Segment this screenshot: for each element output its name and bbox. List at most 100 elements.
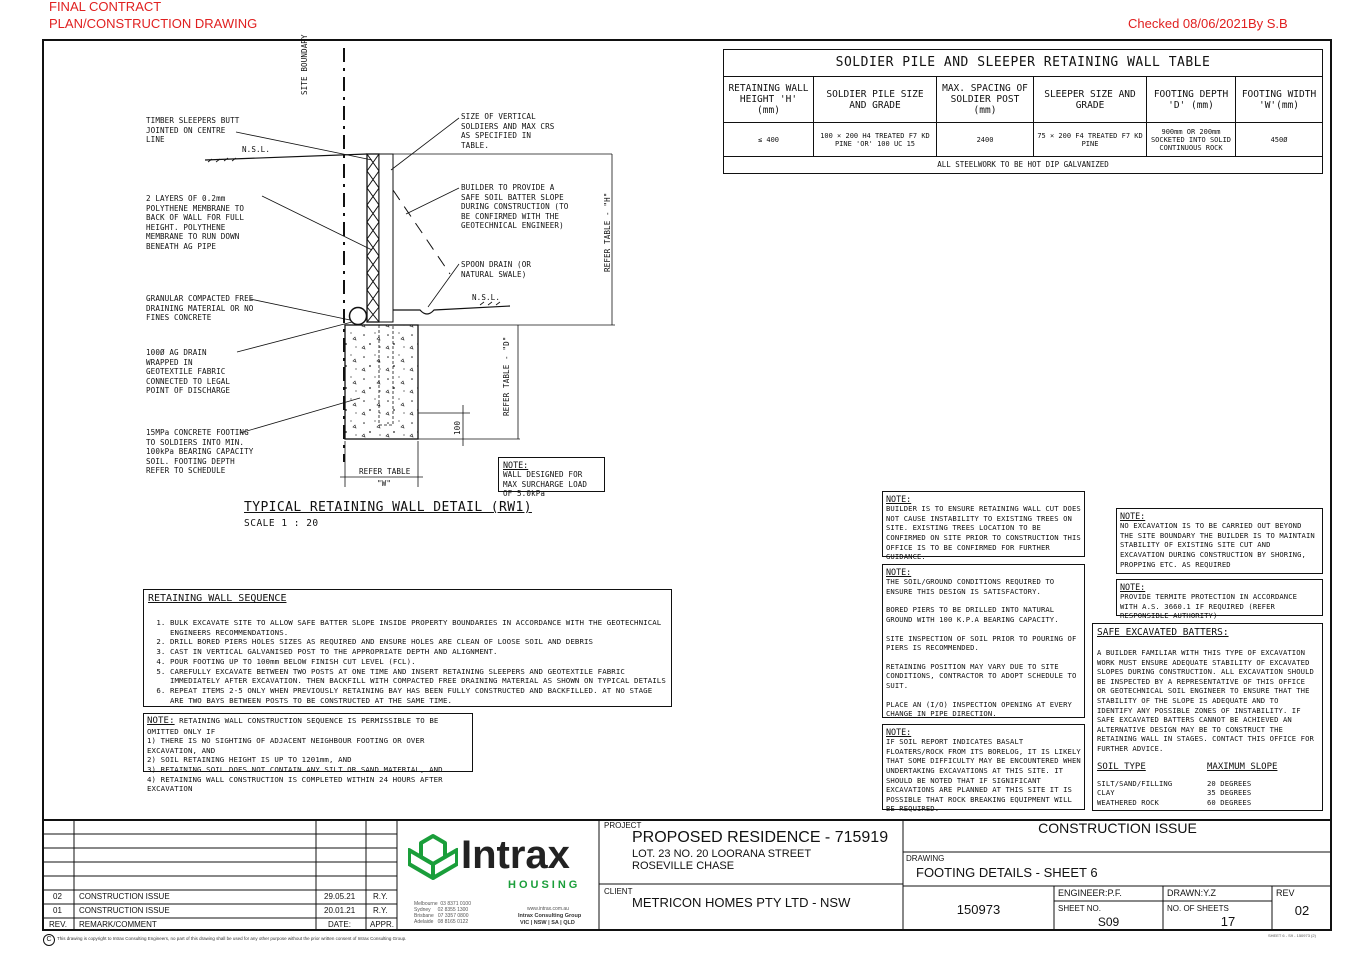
title-block xyxy=(42,819,1332,931)
note-soil-p2: BORED PIERS TO BE DRILLED INTO NATURAL G… xyxy=(886,605,1059,624)
rev-01-date: 20.01.21 xyxy=(324,906,356,915)
label-granular: GRANULAR COMPACTED FREE DRAINING MATERIA… xyxy=(146,294,254,323)
detail-title: TYPICAL RETAINING WALL DETAIL (RW1) xyxy=(244,500,532,515)
label-polythene: 2 LAYERS OF 0.2mm POLYTHENE MEMBRANE TO … xyxy=(146,194,245,251)
label-nsl-right: N.S.L. xyxy=(472,293,501,302)
label-refer-w: REFER TABLE xyxy=(359,467,411,476)
rev-02: 02 xyxy=(53,892,62,901)
rev-01-remark: CONSTRUCTION ISSUE xyxy=(79,906,170,915)
appr-head: APPR. xyxy=(370,920,395,929)
project-address-1: LOT. 23 NO. 20 LOORANA STREET xyxy=(632,848,812,860)
safe-batters-box: SAFE EXCAVATED BATTERS: A BUILDER FAMILI… xyxy=(1092,623,1323,811)
checked-stamp: Checked 08/06/2021By S.B xyxy=(1128,16,1288,31)
logo-name: Intrax xyxy=(461,833,570,877)
project-name: PROPOSED RESIDENCE - 715919 xyxy=(632,829,889,846)
sheet-label: SHEET NO. xyxy=(1058,904,1101,913)
note-rock-text: IF SOIL REPORT INDICATES BASALT FLOATERS… xyxy=(886,737,1081,814)
drawing-name: FOOTING DETAILS - SHEET 6 xyxy=(916,865,1098,880)
soil-type: SILT/SAND/FILLING xyxy=(1097,778,1173,788)
sheets-count: 17 xyxy=(1220,914,1236,929)
issue-status: CONSTRUCTION ISSUE xyxy=(1038,820,1197,836)
remark-head: REMARK/COMMENT xyxy=(79,920,157,929)
detail-scale: SCALE 1 : 20 xyxy=(244,518,319,529)
project-label: PROJECT xyxy=(604,821,642,830)
label-concrete-footing: 15MPa CONCRETE FOOTING TO SOLDIERS INTO … xyxy=(146,428,254,476)
safe-batters-title: SAFE EXCAVATED BATTERS: xyxy=(1097,627,1229,638)
rev-02-remark: CONSTRUCTION ISSUE xyxy=(79,892,170,901)
note-soil-p3: SITE INSPECTION OF SOIL PRIOR TO POURING… xyxy=(886,633,1077,653)
cell-spacing: 2400 xyxy=(936,122,1034,157)
status-line-2: PLAN/CONSTRUCTION DRAWING xyxy=(49,16,258,31)
sequence-item: POUR FOOTING UP TO 100mm BELOW FINISH CU… xyxy=(170,657,667,667)
col-spacing: MAX. SPACING OF SOLDIER POST (mm) xyxy=(936,76,1034,123)
cell-height: ≤ 400 xyxy=(724,122,814,157)
states: VIC | NSW | SA | QLD xyxy=(520,920,575,926)
soil-slope: 60 DEGREES xyxy=(1207,797,1252,807)
soil-slope: 20 DEGREES xyxy=(1207,778,1252,788)
note-soil-title: NOTE: xyxy=(886,567,912,577)
copyright-icon: C xyxy=(43,934,55,946)
web-address: www.intrax.com.au xyxy=(527,906,569,912)
note-trees-text: BUILDER IS TO ENSURE RETAINING WALL CUT … xyxy=(886,504,1081,562)
cell-width: 450Ø xyxy=(1235,122,1322,157)
note-rock-title: NOTE: xyxy=(886,727,912,737)
sequence-note-line: 4) RETAINING WALL CONSTRUCTION IS COMPLE… xyxy=(147,774,443,794)
sequence-note-lead: RETAINING WALL CONSTRUCTION SEQUENCE IS … xyxy=(147,716,439,736)
cell-sleeper: 75 × 200 F4 TREATED F7 KD PINE xyxy=(1033,122,1147,157)
cell-depth: 900mm OR 200mm SOCKETED INTO SOLID CONTI… xyxy=(1146,122,1236,157)
label-timber-sleepers: TIMBER SLEEPERS BUTT JOINTED ON CENTRE L… xyxy=(146,116,240,145)
note-excavation-title: NOTE: xyxy=(1120,511,1146,521)
note-soil-p4: RETAINING POSITION MAY VARY DUE TO SITE … xyxy=(886,661,1077,690)
sequence-item: CAREFULLY EXCAVATE BETWEEN TWO POSTS AT … xyxy=(170,667,667,686)
label-nsl-left: N.S.L. xyxy=(242,145,271,154)
corner-reference: SHEET 6 - S9 - 150973 (2) xyxy=(1268,933,1316,938)
client-name: METRICON HOMES PTY LTD - NSW xyxy=(632,895,851,910)
sequence-list: BULK EXCAVATE SITE TO ALLOW SAFE BATTER … xyxy=(148,618,667,705)
job-number: 150973 xyxy=(956,902,1001,917)
surcharge-note-text: WALL DESIGNED FOR MAX SURCHARGE LOAD OF … xyxy=(503,470,588,499)
rev-head: REV. xyxy=(49,920,67,929)
label-vertical-soldiers: SIZE OF VERTICAL SOLDIERS AND MAX CRS AS… xyxy=(461,112,555,150)
logo-sub: HOUSING xyxy=(508,879,581,891)
soil-type-heading: SOIL TYPE xyxy=(1097,761,1146,772)
note-trees-title: NOTE: xyxy=(886,494,912,504)
copyright-text: This drawing is copyright to Intrax Cons… xyxy=(57,936,407,941)
client-label: CLIENT xyxy=(604,887,633,896)
rev-value: 02 xyxy=(1294,903,1310,918)
label-ag-drain: 100Ø AG DRAIN WRAPPED IN GEOTEXTILE FABR… xyxy=(146,348,231,396)
group-name: Intrax Consulting Group xyxy=(518,913,582,919)
max-slope-heading: MAXIMUM SLOPE xyxy=(1207,761,1278,772)
rev-02-appr: R.Y. xyxy=(373,892,388,901)
surcharge-note-title: NOTE: xyxy=(503,460,529,470)
note-termite-text: PROVIDE TERMITE PROTECTION IN ACCORDANCE… xyxy=(1120,592,1298,621)
surcharge-note: NOTE: WALL DESIGNED FOR MAX SURCHARGE LO… xyxy=(498,457,605,498)
retaining-wall-table: SOLDIER PILE AND SLEEPER RETAINING WALL … xyxy=(723,49,1323,174)
safe-batters-text: A BUILDER FAMILIAR WITH THIS TYPE OF EXC… xyxy=(1097,648,1314,753)
project-address-2: ROSEVILLE CHASE xyxy=(632,860,735,872)
note-soil-p5: PLACE AN (I/O) INSPECTION OPENING AT EVE… xyxy=(886,699,1072,719)
sequence-note-line: 2) SOIL RETAINING HEIGHT IS UP TO 1201mm… xyxy=(147,755,352,765)
drawing-label: DRAWING xyxy=(906,854,945,863)
note-termite-title: NOTE: xyxy=(1120,582,1146,592)
date-head: DATE: xyxy=(328,920,351,929)
table-footer: ALL STEELWORK TO BE HOT DIP GALVANIZED xyxy=(937,160,1109,169)
sequence-item: REPEAT ITEMS 2-5 ONLY WHEN PREVIOUSLY RE… xyxy=(170,686,667,705)
rev-01-appr: R.Y. xyxy=(373,906,388,915)
rev-label: REV xyxy=(1276,888,1295,898)
note-soil-p1: THE SOIL/GROUND CONDITIONS REQUIRED TO E… xyxy=(886,577,1055,596)
intrax-logo-icon xyxy=(408,834,458,880)
engineer: ENGINEER:P.F. xyxy=(1058,888,1122,898)
sheets-label: NO. OF SHEETS xyxy=(1167,904,1229,913)
label-w: "W" xyxy=(377,479,392,488)
sequence-note: NOTE: RETAINING WALL CONSTRUCTION SEQUEN… xyxy=(143,713,473,793)
sequence-item: CAST IN VERTICAL GALVANISED POST TO THE … xyxy=(170,647,667,657)
note-excavation-text: NO EXCAVATION IS TO BE CARRIED OUT BEYON… xyxy=(1120,521,1315,569)
note-excavation: NOTE: NO EXCAVATION IS TO BE CARRIED OUT… xyxy=(1116,508,1323,574)
note-termite: NOTE: PROVIDE TERMITE PROTECTION IN ACCO… xyxy=(1116,579,1323,620)
sheet-number: S09 xyxy=(1097,915,1120,929)
rev-02-date: 29.05.21 xyxy=(324,892,356,901)
sequence-box: RETAINING WALL SEQUENCE BULK EXCAVATE SI… xyxy=(143,589,672,707)
cell-pile: 100 × 200 H4 TREATED F7 KD PINE 'OR' 100… xyxy=(813,122,937,157)
sequence-note-line: 3) RETAINING SOIL DOES NOT CONTAIN ANY S… xyxy=(147,764,443,774)
